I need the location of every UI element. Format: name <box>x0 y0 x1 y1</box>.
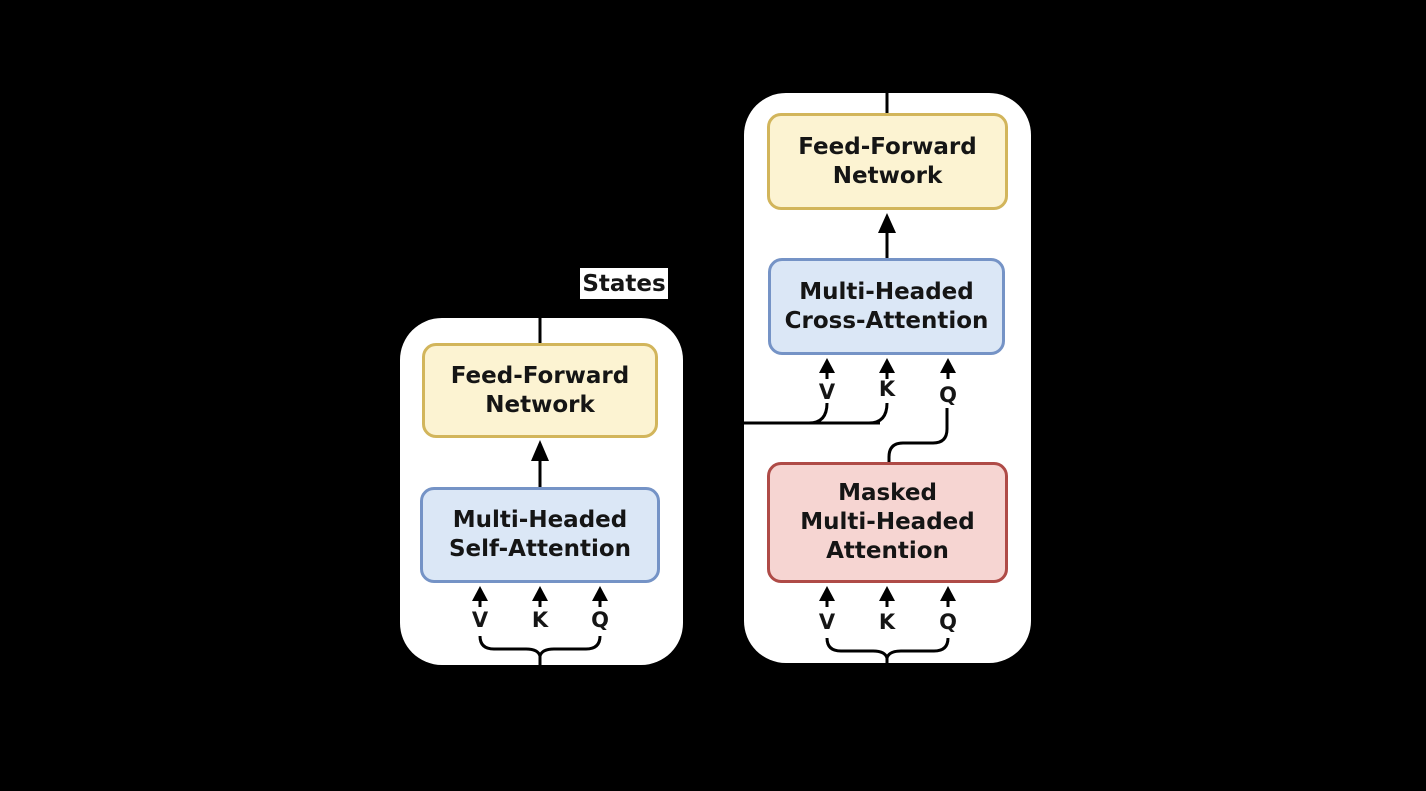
decoder-input-q-label: Q <box>939 610 957 634</box>
masked-to-query-line <box>887 408 949 463</box>
decoder-wires <box>705 55 956 678</box>
encoder-input-arrow-k-head <box>532 586 548 601</box>
states-label-text: States <box>582 270 666 297</box>
cross-input-k-label: K <box>878 377 896 401</box>
encoder-wires <box>472 284 608 676</box>
decoder-input-v-label: V <box>818 610 836 634</box>
encoder-ffn-label: Feed-Forward Network <box>450 362 630 418</box>
decoder-input-arrow-k-head <box>879 586 895 601</box>
encoder-attn-to-ffn-arrowhead <box>531 440 549 461</box>
decoder-ffn-box: Feed-Forward Network <box>767 113 1008 210</box>
cross-input-arrow-k-head <box>879 358 895 373</box>
decoder-cross-attention-label: Multi-Headed Cross-Attention <box>784 278 989 334</box>
decoder-input-brace <box>825 637 950 660</box>
cross-input-arrow-q-head <box>940 358 956 373</box>
states-to-k-hook <box>868 402 889 425</box>
decoder-input-k-label: K <box>878 610 896 634</box>
decoder-masked-attention-box: Masked Multi-Headed Attention <box>767 462 1008 583</box>
decoder-ffn-label: Feed-Forward Network <box>798 133 977 189</box>
states-to-v-hook <box>808 402 829 425</box>
states-label: States <box>580 268 668 299</box>
encoder-input-q-label: Q <box>591 608 609 632</box>
decoder-cross-attention-box: Multi-Headed Cross-Attention <box>768 258 1005 355</box>
cross-input-q-label: Q <box>939 383 957 407</box>
decoder-input-arrow-v-head <box>819 586 835 601</box>
decoder-cross-to-ffn-arrowhead <box>878 213 896 233</box>
decoder-input-arrow-q-head <box>940 586 956 601</box>
decoder-masked-attention-label: Masked Multi-Headed Attention <box>800 480 975 564</box>
encoder-input-v-label: V <box>471 608 489 632</box>
encoder-input-arrow-q-head <box>592 586 608 601</box>
encoder-input-k-label: K <box>531 608 549 632</box>
encoder-input-brace <box>478 635 602 658</box>
encoder-self-attention-box: Multi-Headed Self-Attention <box>420 487 660 583</box>
encoder-input-arrow-v-head <box>472 586 488 601</box>
encoder-self-attention-label: Multi-Headed Self-Attention <box>448 507 631 562</box>
encoder-ffn-box: Feed-Forward Network <box>422 343 658 438</box>
cross-input-arrow-v-head <box>819 358 835 373</box>
cross-input-v-label: V <box>818 380 836 404</box>
